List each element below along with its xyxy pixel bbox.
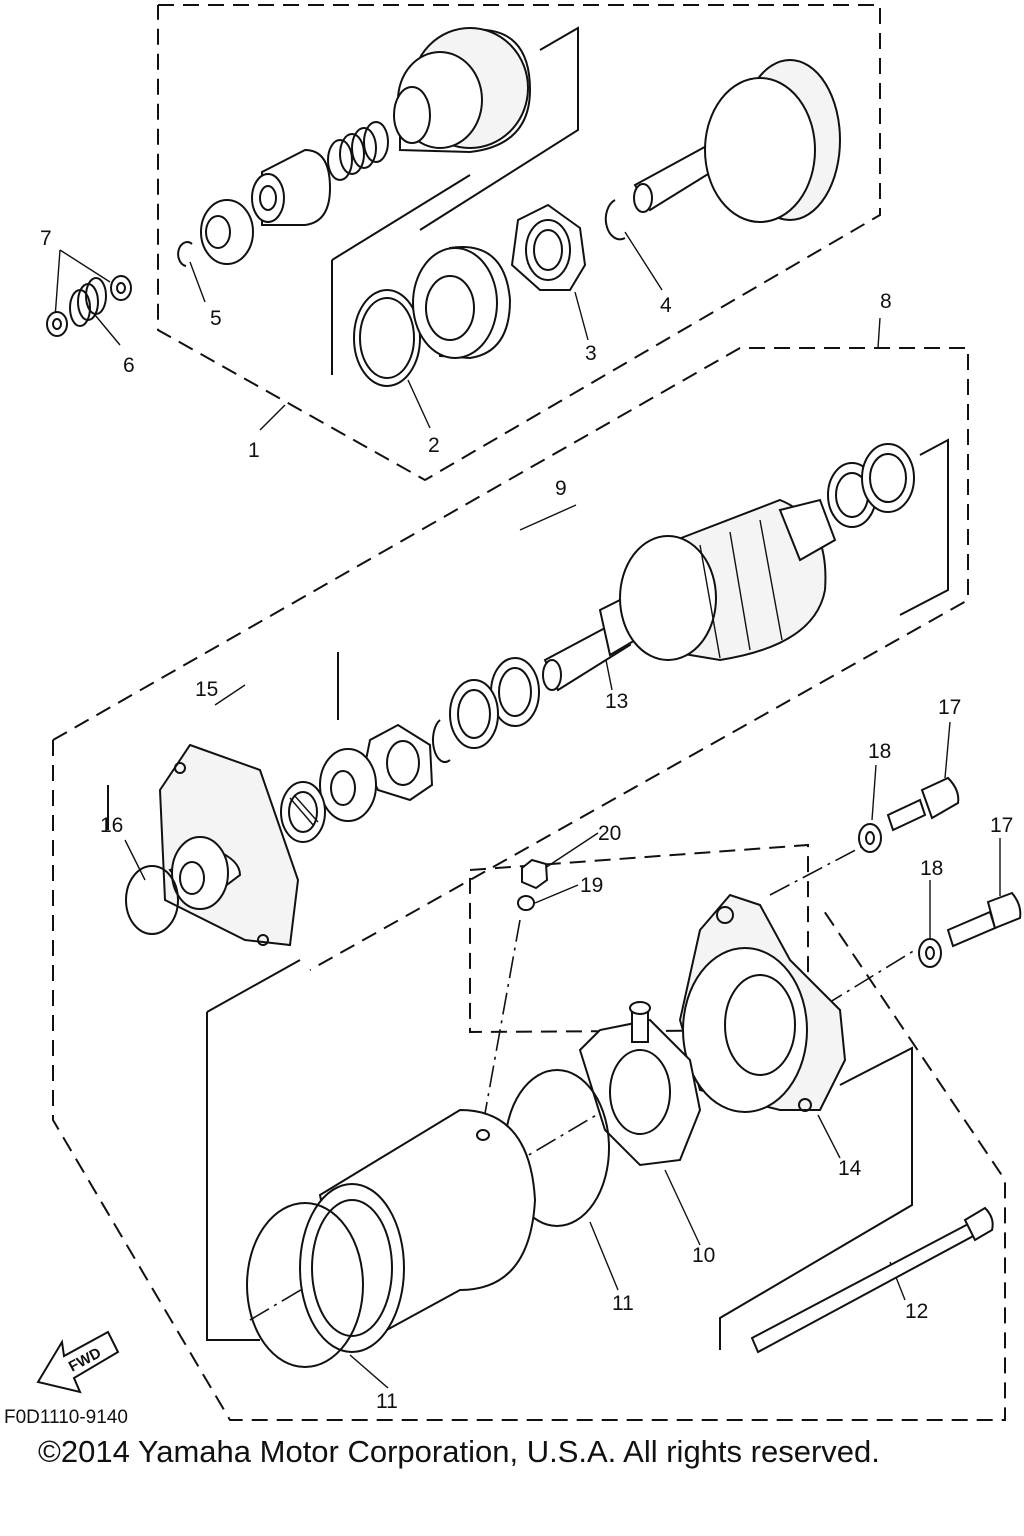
label-17b: 17	[990, 814, 1013, 837]
label-19: 19	[580, 874, 603, 897]
armature-9	[542, 498, 837, 692]
label-3: 3	[585, 342, 597, 365]
front-cover-15	[158, 743, 300, 947]
ring-2	[353, 289, 421, 387]
washer-18-top	[858, 823, 882, 853]
label-1: 1	[248, 439, 260, 462]
label-10: 10	[692, 1244, 715, 1267]
label-11-front: 11	[376, 1390, 398, 1413]
label-5: 5	[210, 307, 222, 330]
plate-3	[510, 203, 587, 291]
bolt-17-top	[886, 776, 960, 832]
label-15: 15	[195, 678, 218, 701]
label-7: 7	[40, 227, 52, 250]
washer-7a	[46, 311, 68, 337]
label-18a: 18	[868, 740, 891, 763]
clutch-shaft	[633, 59, 841, 223]
grouping-brackets	[107, 26, 949, 1350]
long-bolt-12	[750, 1206, 994, 1354]
label-13: 13	[605, 690, 628, 713]
circlip-5	[177, 241, 193, 267]
assembly-8-outline	[52, 347, 1006, 1421]
oring-11-front	[246, 1202, 364, 1368]
label-17a: 17	[938, 696, 961, 719]
washer-7b	[110, 275, 132, 301]
label-9: 9	[555, 477, 567, 500]
seal-washer	[319, 748, 377, 822]
part-labels: 7 6 5 1 2 3 4 8 9 13 15 16 18 17 18 17 2…	[40, 227, 1013, 1413]
label-2: 2	[428, 434, 440, 457]
label-12: 12	[905, 1300, 928, 1323]
label-20: 20	[598, 822, 621, 845]
clutch-housing	[412, 246, 512, 360]
oring-16	[125, 865, 179, 935]
collar	[200, 199, 254, 265]
spring-6	[69, 277, 107, 327]
lock-plate	[363, 723, 434, 802]
label-16: 16	[100, 814, 123, 837]
label-18b: 18	[920, 857, 943, 880]
label-11-rear: 11	[612, 1292, 634, 1315]
needle-bearing	[280, 781, 326, 843]
nut-20	[521, 858, 549, 890]
drawing-code: F0D1110-9140	[4, 1407, 128, 1428]
bolt-17-bottom	[946, 891, 1022, 948]
washer-stack	[432, 657, 540, 763]
pinion-gear	[251, 148, 332, 226]
rear-cover-14	[678, 893, 847, 1113]
assembly-1-outline	[157, 4, 881, 482]
label-8: 8	[880, 290, 892, 313]
fwd-arrow-icon: FWD	[36, 1330, 120, 1394]
yoke-housing	[299, 1108, 537, 1353]
washer-19	[517, 895, 535, 911]
clutch-gear	[393, 27, 532, 154]
label-6: 6	[123, 354, 135, 377]
copyright-notice: ©2014 Yamaha Motor Corporation, U.S.A. A…	[38, 1434, 880, 1469]
label-4: 4	[660, 294, 672, 317]
clutch-spring	[327, 121, 389, 181]
leader-lines	[54, 231, 1001, 1389]
circlip-4	[604, 199, 626, 241]
washer-pair-top	[827, 443, 915, 528]
brush-holder-10	[578, 1001, 702, 1167]
label-14: 14	[838, 1157, 862, 1180]
washer-18-bottom	[918, 938, 942, 968]
